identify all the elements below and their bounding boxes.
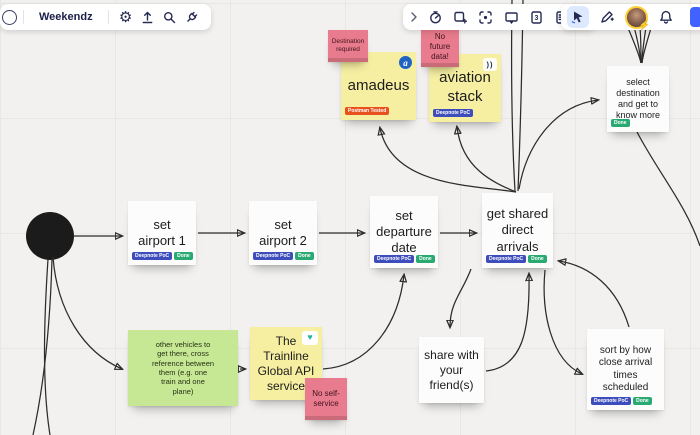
connector-getshared-to-sortby[interactable]: [543, 269, 582, 374]
sticky-text: amadeus: [347, 76, 410, 94]
tag-done[interactable]: Done: [295, 252, 314, 260]
sticky-other-vehicles[interactable]: other vehicles to get there, cross refer…: [128, 330, 238, 406]
tag-done[interactable]: Done: [633, 397, 652, 405]
divider: [23, 10, 24, 24]
sticky-text: No self-service: [312, 389, 340, 408]
sticky-set-airport-2[interactable]: set airport 2 Deepnote PoC Done: [249, 201, 317, 265]
sticky-text: other vehicles to get there, cross refer…: [151, 339, 215, 396]
sticky-set-departure-date[interactable]: set departure date Deepnote PoC Done: [370, 196, 438, 268]
aviationstack-plugin-icon[interactable]: )): [483, 58, 497, 71]
lightning-icon: ⚡: [638, 19, 650, 30]
tag-deepnote-poc[interactable]: Deepnote PoC: [374, 255, 415, 263]
tag-done[interactable]: Done: [174, 252, 193, 260]
connector-getshared-to-aviation[interactable]: [457, 127, 517, 193]
sticky-text: Destination required: [331, 37, 365, 53]
sticky-text: get shared direct arrivals: [486, 206, 549, 254]
connector-fan-3[interactable]: [639, 26, 642, 64]
sticky-share-with-friends[interactable]: share with your friend(s): [419, 337, 484, 403]
tag-done[interactable]: Done: [528, 255, 547, 263]
tag-done[interactable]: Done: [416, 255, 435, 263]
share-button[interactable]: [690, 7, 700, 27]
connector-start-to-vehicles[interactable]: [52, 256, 122, 369]
search-icon[interactable]: [159, 6, 181, 28]
tag-deepnote-poc[interactable]: Deepnote PoC: [486, 255, 527, 263]
tag-deepnote-poc[interactable]: Deepnote PoC: [433, 109, 474, 117]
connector-start-down-2[interactable]: [32, 258, 53, 435]
expand-icon[interactable]: [407, 6, 421, 28]
connector-getshared-to-share[interactable]: [450, 268, 472, 327]
sticky-text: share with your friend(s): [424, 347, 479, 392]
pen-tool-icon[interactable]: [596, 6, 618, 28]
sticky-set-airport-1[interactable]: set airport 1 Deepnote PoC Done: [128, 201, 196, 265]
sticky-text: No future data!: [429, 32, 451, 61]
connector-fan-5[interactable]: [641, 27, 652, 64]
notifications-icon[interactable]: [655, 6, 677, 28]
cursor-tool-icon[interactable]: [567, 6, 589, 28]
tag-postman-tested[interactable]: Postman Tested: [345, 107, 390, 115]
avatar[interactable]: ⚡: [625, 5, 650, 30]
account-toolbar: ⚡: [561, 4, 700, 30]
board-toolbar: Weekendz ⚙: [0, 4, 211, 30]
frames-icon[interactable]: 3: [525, 6, 547, 28]
sticky-aviation-stack[interactable]: )) aviation stack Deepnote PoC: [429, 54, 501, 122]
tag-deepnote-poc[interactable]: Deepnote PoC: [253, 252, 294, 260]
sticky-no-self-service[interactable]: No self-service: [305, 378, 347, 420]
sticky-sort-by-arrival[interactable]: sort by how close arrival times schedule…: [587, 329, 664, 410]
favorite-heart-icon[interactable]: ♥: [302, 331, 318, 345]
connector-getshared-to-amadeus[interactable]: [380, 128, 517, 193]
gear-icon[interactable]: ⚙: [118, 8, 133, 26]
timer-icon[interactable]: [424, 6, 446, 28]
board-logo-icon[interactable]: [2, 9, 17, 25]
sticky-text: select destination and get to know more: [615, 76, 660, 121]
sticky-text: set airport 2: [259, 216, 307, 248]
tag-deepnote-poc[interactable]: Deepnote PoC: [132, 252, 173, 260]
sticky-amadeus[interactable]: a amadeus Postman Tested: [341, 52, 416, 120]
amadeus-plugin-icon[interactable]: a: [399, 56, 412, 69]
sticky-text: The Trainline Global API service: [257, 333, 315, 393]
sticky-text: aviation stack: [439, 69, 491, 105]
connector-trainline-to-departure[interactable]: [322, 275, 404, 370]
connector-sortby-to-getshared[interactable]: [559, 261, 630, 328]
svg-text:3: 3: [534, 15, 538, 22]
connector-share-to-getshared[interactable]: [485, 274, 529, 372]
presentation-icon[interactable]: [500, 6, 522, 28]
tag-done[interactable]: Done: [611, 119, 630, 127]
sticky-get-shared-direct-arrivals[interactable]: get shared direct arrivals Deepnote PoC …: [482, 193, 553, 268]
sticky-text: sort by how close arrival times schedule…: [598, 344, 653, 394]
sticky-text: set departure date: [376, 207, 432, 256]
sticky-select-destination[interactable]: select destination and get to know more …: [607, 66, 669, 132]
connector-selectdest-offscreen[interactable]: [636, 131, 700, 247]
divider: [107, 10, 109, 24]
sticky-no-future-data[interactable]: No future data!: [421, 27, 459, 67]
sticky-destination-required[interactable]: Destination required: [328, 30, 368, 62]
export-icon[interactable]: [137, 6, 159, 28]
add-frame-icon[interactable]: [450, 6, 472, 28]
start-node[interactable]: [26, 212, 74, 260]
screenshot-icon[interactable]: [475, 6, 497, 28]
connector-getshared-to-selectdest[interactable]: [518, 100, 598, 190]
connector-start-down-1[interactable]: [43, 258, 51, 435]
sticky-text: set airport 1: [138, 216, 186, 248]
plugins-icon[interactable]: [181, 6, 203, 28]
board-title[interactable]: Weekendz: [39, 11, 93, 23]
tag-deepnote-poc[interactable]: Deepnote PoC: [591, 397, 632, 405]
